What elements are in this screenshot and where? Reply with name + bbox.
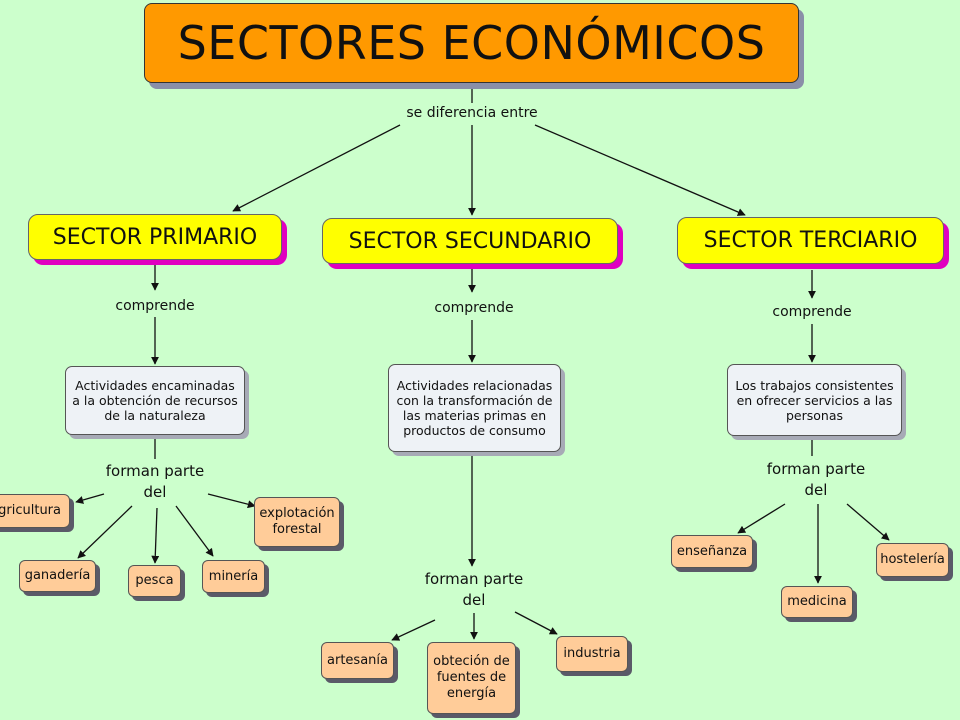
leaf-artesania: artesanía — [321, 642, 394, 679]
arrow-to-explotacion — [207, 493, 256, 509]
primario-sublink-line2: del — [143, 483, 167, 501]
root-link-label: se diferencia entre — [406, 105, 538, 121]
secundario-link-label: comprende — [434, 300, 514, 316]
terciario-sublink-line1: forman parte — [766, 460, 866, 478]
leaf-industria: industria — [556, 636, 628, 672]
arrow-to-mineria — [175, 505, 214, 557]
terciario-sublink-line2: del — [804, 481, 828, 499]
primario-sublink-label: forman parte del — [106, 461, 204, 503]
leaf-hosteleria: hostelería — [876, 543, 949, 577]
terciario-description: Los trabajos consistentes en ofrecer ser… — [727, 364, 902, 436]
secundario-sublink-line2: del — [462, 591, 486, 609]
sector-secundario: SECTOR SECUNDARIO — [322, 218, 618, 264]
main-title: SECTORES ECONÓMICOS — [144, 3, 799, 83]
leaf-explotacion-forestal: explotación forestal — [254, 497, 340, 547]
leaf-ensenanza: enseñanza — [671, 535, 753, 568]
primario-description: Actividades encaminadas a la obtención d… — [65, 366, 245, 435]
arrow-to-sector-terciario — [534, 124, 746, 216]
leaf-ganaderia: ganadería — [19, 560, 96, 592]
arrow-to-pesca — [151, 507, 160, 564]
leaf-agricultura: agricultura — [0, 494, 70, 528]
arrow-to-industria — [514, 611, 558, 635]
arrow-to-ensenanza — [737, 503, 786, 534]
arrow-to-ganaderia — [77, 505, 133, 559]
arrow-to-artesania — [391, 619, 436, 641]
terciario-link-label: comprende — [772, 304, 852, 320]
arrow-to-sector-primario — [232, 124, 401, 212]
primario-sublink-line1: forman parte — [105, 462, 205, 480]
leaf-medicina: medicina — [781, 586, 853, 618]
primario-link-label: comprende — [115, 298, 195, 314]
arrow-to-hosteleria — [846, 503, 890, 541]
terciario-sublink-label: forman parte del — [767, 459, 865, 501]
secundario-description: Actividades relacionadas con la transfor… — [388, 364, 561, 452]
sector-terciario: SECTOR TERCIARIO — [677, 217, 944, 264]
secundario-sublink-line1: forman parte — [424, 570, 524, 588]
sector-primario: SECTOR PRIMARIO — [28, 214, 282, 260]
arrow-to-agricultura — [75, 493, 105, 504]
leaf-fuentes-energia: obteción de fuentes de energía — [427, 642, 516, 714]
leaf-mineria: minería — [202, 560, 265, 593]
secundario-sublink-label: forman parte del — [425, 569, 523, 611]
leaf-pesca: pesca — [128, 565, 181, 597]
